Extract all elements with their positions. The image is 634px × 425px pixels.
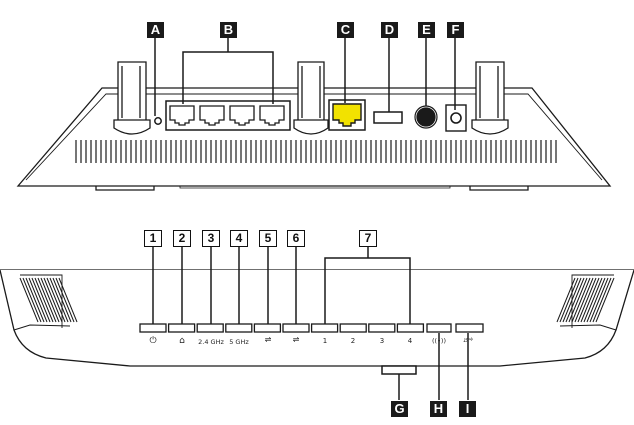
callout-2-label: 2 [173,230,191,247]
front-body [0,269,634,367]
vent-slot [19,277,39,323]
callout-3-label: 3 [202,230,220,247]
callout-h-label: H [430,401,447,417]
callout-b-label: B [220,22,237,38]
vent-slot [583,277,603,323]
button-segment [426,323,452,333]
rear-vents [75,140,557,163]
lan2-indicator-label: 2 [350,337,356,345]
vent-slot [580,277,600,323]
vent-slot [592,277,612,323]
vent-slot [31,277,51,323]
vent-slot [22,277,42,323]
router-rear-view [16,37,612,191]
vent-slot [586,277,606,323]
vent-slot [565,277,585,323]
front-bottom-slot [381,365,417,375]
callout-6-label: 6 [287,230,305,247]
led-segment [282,323,310,333]
led-segment [396,323,425,333]
callout-a-label: A [147,22,164,38]
led-indicator-bar [139,323,484,333]
rear-antenna-center [293,61,329,135]
wifi-5ghz-indicator-label: 5 GHz [229,338,249,346]
led-segment [339,323,367,333]
wan-port [332,103,362,127]
internet-indicator-icon: ⌂ [179,336,185,346]
vent-slot [574,277,594,323]
rear-antenna-left [113,61,151,135]
callout-4-label: 4 [230,230,248,247]
vent-slot [40,277,60,323]
vent-slot [28,277,48,323]
vent-slot [589,277,609,323]
callout-7-label: 7 [359,230,377,247]
rear-antenna-right [471,61,509,135]
wps-indicator-icon: ((•)) [432,337,446,345]
power-indicator-icon: ⏻ [149,336,157,346]
vent-slot [571,277,591,323]
usb2-indicator-icon: ⇌ [292,335,300,344]
vent-slot [559,277,579,323]
reset-pinhole [154,117,162,125]
vent-slot [595,277,615,323]
vent-slot [34,277,54,323]
callout-c-label: C [337,22,354,38]
callout-1-label: 1 [144,230,162,247]
rear-callout-lines [154,37,456,116]
usb1-indicator-icon: ⇌ [264,335,272,344]
lan3-indicator-label: 3 [379,337,385,345]
callout-5-label: 5 [259,230,277,247]
vent-slot [43,277,63,323]
router-front-view [0,245,634,400]
callout-d-label: D [381,22,398,38]
lan-ports [169,105,285,126]
vent-slot [49,277,69,323]
callout-i-label: I [459,401,476,417]
vent-slot [37,277,57,323]
dc-power-connector [450,112,462,124]
led-segment [310,323,339,333]
led-segment [225,323,253,333]
vent-slot [577,277,597,323]
led-segment [196,323,224,333]
callout-g-label: G [391,401,408,417]
callout-e-label: E [418,22,435,38]
dc-power-housing [445,104,467,132]
led-segment [253,323,282,333]
led-segment [368,323,396,333]
vent-slot [25,277,45,323]
front-callout-lines [152,245,469,400]
lan1-indicator-label: 1 [322,337,328,345]
usb-port [373,111,403,124]
lan4-indicator-label: 4 [407,337,413,345]
vent-slot [55,277,75,323]
power-button [416,107,436,127]
led-segment [167,323,196,333]
button-segment [455,323,484,333]
led-segment [139,323,167,333]
wifi-24ghz-indicator-label: 2.4 GHz [198,338,224,346]
wifi-button-indicator-icon: 𝄹 [463,335,473,344]
callout-f-label: F [447,22,464,38]
